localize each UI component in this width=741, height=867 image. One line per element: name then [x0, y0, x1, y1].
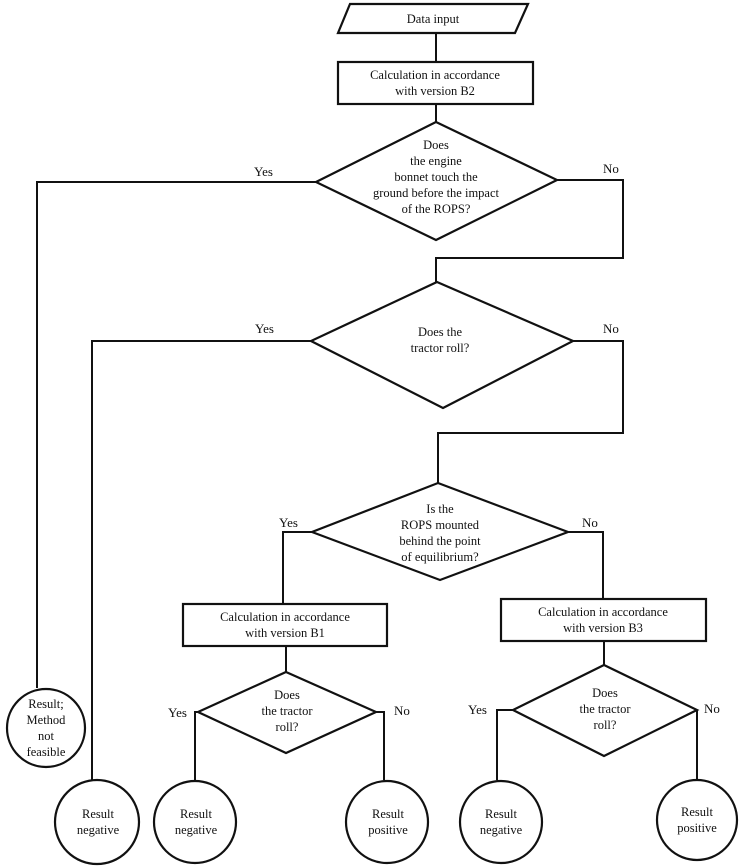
node-result-not-feasible-line1: Result;	[28, 697, 63, 711]
node-calc-b3-line2: with version B3	[563, 621, 643, 635]
node-question-rops-line2: ROPS mounted	[401, 518, 480, 532]
branch-labels: Yes No Yes No Yes No Yes No Yes No	[168, 161, 720, 720]
label-rops-no: No	[582, 515, 598, 530]
node-question-roll-main: Does the tractor roll?	[308, 280, 576, 410]
node-question-rops-line3: behind the point	[399, 534, 481, 548]
label-roll-right-no: No	[704, 701, 720, 716]
node-question-bonnet: Does the engine bonnet touch the ground …	[313, 120, 560, 242]
node-result-positive-1-line2: positive	[368, 823, 408, 837]
node-result-positive-2: Result positive	[655, 778, 739, 862]
node-result-negative-3-line1: Result	[485, 807, 517, 821]
node-result-positive-2-line1: Result	[681, 805, 713, 819]
node-calc-b2-line1: Calculation in accordance	[370, 68, 500, 82]
node-calc-b2-line2: with version B2	[395, 84, 475, 98]
node-question-roll-left: Does the tractor roll?	[195, 670, 379, 755]
node-question-bonnet-line5: of the ROPS?	[402, 202, 471, 216]
node-result-negative-3: Result negative	[458, 779, 544, 865]
node-question-bonnet-line2: the engine	[410, 154, 462, 168]
node-question-roll-right-line2: the tractor	[579, 702, 631, 716]
node-calc-b2: Calculation in accordance with version B…	[336, 60, 535, 106]
edge-rops-no	[568, 531, 604, 599]
edge-roll-main-no	[437, 340, 624, 483]
node-question-roll-left-line2: the tractor	[261, 704, 313, 718]
label-bonnet-no: No	[603, 161, 619, 176]
edge-roll-left-no	[376, 711, 385, 780]
node-question-bonnet-line4: ground before the impact	[373, 186, 500, 200]
node-calc-b3-line1: Calculation in accordance	[538, 605, 668, 619]
node-result-positive-1: Result positive	[344, 779, 430, 865]
edge-rops-yes	[282, 531, 312, 604]
node-calc-b1: Calculation in accordance with version B…	[181, 602, 389, 648]
node-data-input: Data input	[336, 2, 530, 35]
node-question-rops-line4: of equilibrium?	[401, 550, 479, 564]
node-result-not-feasible-line4: feasible	[27, 745, 66, 759]
node-result-not-feasible-line2: Method	[27, 713, 67, 727]
node-question-roll-right: Does the tractor roll?	[510, 663, 700, 758]
label-rops-yes: Yes	[279, 515, 298, 530]
node-question-roll-left-line1: Does	[274, 688, 300, 702]
edge-roll-main-yes	[91, 340, 311, 780]
node-question-roll-main-line1: Does the	[418, 325, 463, 339]
node-question-roll-left-line3: roll?	[276, 720, 299, 734]
node-question-rops: Is the ROPS mounted behind the point of …	[308, 481, 572, 582]
node-result-negative-1-line2: negative	[77, 823, 120, 837]
label-roll-left-yes: Yes	[168, 705, 187, 720]
label-roll-main-yes: Yes	[255, 321, 274, 336]
node-result-positive-2-line2: positive	[677, 821, 717, 835]
node-question-roll-main-line2: tractor roll?	[411, 341, 470, 355]
connector-lines	[36, 34, 698, 780]
node-result-not-feasible: Result; Method not feasible	[5, 687, 87, 769]
node-calc-b1-line2: with version B1	[245, 626, 325, 640]
node-question-rops-line1: Is the	[426, 502, 454, 516]
label-roll-main-no: No	[603, 321, 619, 336]
node-question-roll-right-line3: roll?	[594, 718, 617, 732]
edge-roll-right-yes	[496, 709, 513, 780]
node-question-bonnet-line3: bonnet touch the	[394, 170, 478, 184]
node-data-input-text: Data input	[407, 12, 460, 26]
node-question-roll-right-line1: Does	[592, 686, 618, 700]
node-question-bonnet-line1: Does	[423, 138, 449, 152]
node-result-positive-1-line1: Result	[372, 807, 404, 821]
label-roll-left-no: No	[394, 703, 410, 718]
node-result-negative-2-line2: negative	[175, 823, 218, 837]
edge-bonnet-yes	[36, 181, 316, 688]
node-result-negative-1: Result negative	[53, 778, 141, 866]
node-calc-b3: Calculation in accordance with version B…	[499, 597, 708, 643]
node-result-negative-1-line1: Result	[82, 807, 114, 821]
label-roll-right-yes: Yes	[468, 702, 487, 717]
edge-bonnet-no	[435, 179, 624, 282]
node-result-negative-3-line2: negative	[480, 823, 523, 837]
edge-roll-left-yes	[194, 711, 198, 780]
node-result-not-feasible-line3: not	[38, 729, 55, 743]
node-result-negative-2: Result negative	[152, 779, 238, 865]
label-bonnet-yes: Yes	[254, 164, 273, 179]
node-result-negative-2-line1: Result	[180, 807, 212, 821]
node-calc-b1-line1: Calculation in accordance	[220, 610, 350, 624]
